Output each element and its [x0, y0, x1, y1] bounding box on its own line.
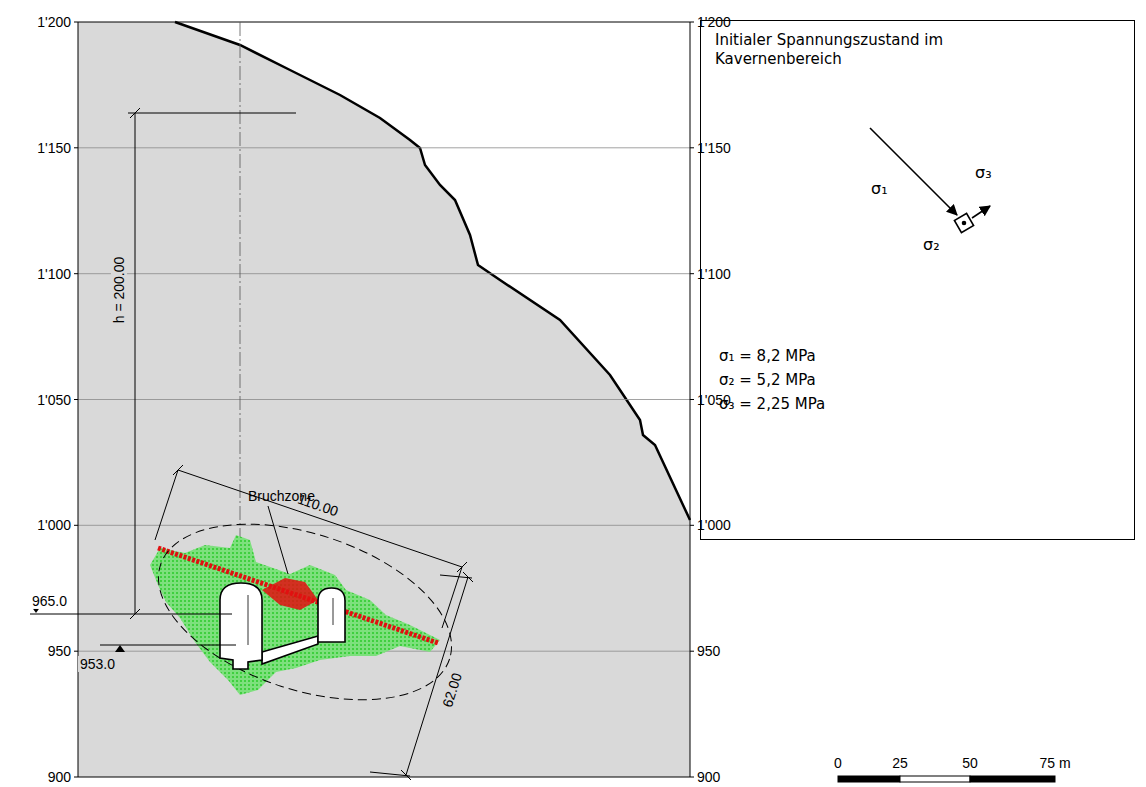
caverns — [248, 595, 249, 645]
frame — [74, 22, 78, 23]
axis-label: 1'000 — [697, 517, 731, 533]
level-markers — [31, 606, 125, 652]
caverns — [318, 588, 345, 642]
stress-symbol-label: σ₁ — [871, 179, 888, 199]
legend-heading: Initialer Spannungszustand im Kavernenbe… — [715, 31, 985, 69]
scale-label: 25 — [892, 755, 908, 771]
frame — [74, 651, 78, 652]
frame — [74, 22, 694, 777]
caverns — [262, 636, 318, 664]
caverns — [333, 598, 334, 625]
scale-bar — [900, 776, 970, 782]
axis-label: 1'050 — [37, 391, 71, 407]
dimension-lines — [130, 108, 140, 118]
axis-line — [240, 22, 241, 600]
axis-label: 1'000 — [37, 517, 71, 533]
frame — [74, 147, 78, 148]
stress-value: σ₂ = 5,2 MPa — [719, 371, 816, 390]
dimension-lines — [30, 614, 232, 615]
axis-label: 1'100 — [37, 266, 71, 282]
dimension-lines — [268, 506, 288, 574]
frame — [78, 777, 690, 778]
scale-bar — [838, 776, 1055, 782]
frame — [690, 273, 694, 274]
legend-panel — [700, 20, 1135, 540]
frame — [690, 651, 694, 652]
dimension-label: h = 200.00 — [111, 255, 127, 326]
frame — [690, 22, 694, 23]
elevation-grid — [78, 147, 690, 148]
level-label: 953.0 — [78, 656, 117, 672]
axis-label: 900 — [48, 769, 71, 785]
dimension-lines — [178, 470, 462, 567]
fracture-zone — [150, 535, 440, 695]
stress-symbol — [972, 206, 990, 218]
stress-symbol — [963, 222, 966, 225]
dimension-label: 62.00 — [438, 669, 465, 711]
frame — [690, 777, 694, 778]
frame — [690, 147, 694, 148]
stress-value: σ₁ = 8,2 MPa — [719, 347, 816, 366]
fracture-zone — [158, 548, 438, 643]
frame — [74, 399, 78, 400]
stress-symbol-label: σ₂ — [923, 235, 940, 255]
stress-symbol — [954, 213, 973, 232]
frame — [74, 777, 78, 778]
dimension-lines — [155, 470, 178, 540]
elevation-grid — [78, 273, 690, 274]
fracture-zone — [262, 578, 318, 610]
rock-mass — [78, 22, 690, 777]
callout-label: Bruchzone — [248, 488, 315, 504]
stress-symbol — [870, 128, 957, 215]
frame — [78, 22, 690, 23]
stress-symbol-label: σ₃ — [975, 163, 992, 183]
dimension-lines — [30, 108, 473, 780]
axis-label: 1'150 — [697, 140, 731, 156]
stress-value: σ₃ = 2,25 MPa — [719, 395, 825, 414]
dimension-lines — [406, 577, 468, 775]
frame — [74, 525, 78, 526]
axis-label: 1'200 — [697, 14, 731, 30]
dimension-lines — [135, 113, 136, 614]
fracture-zone — [150, 535, 440, 695]
caverns — [220, 583, 345, 669]
rock-mass — [78, 22, 690, 777]
dimension-lines — [370, 772, 410, 776]
scale-label: 75 m — [1039, 755, 1070, 771]
axis-label: 950 — [48, 643, 71, 659]
axis-label: 1'100 — [697, 266, 731, 282]
stress-symbol — [870, 128, 990, 233]
dimension-lines — [100, 645, 236, 646]
elevation-grid — [78, 525, 690, 526]
level-markers — [115, 645, 125, 652]
axis-label: 1'200 — [37, 14, 71, 30]
legend-box: Initialer Spannungszustand im Kavernenbe… — [700, 20, 1135, 540]
scale-label: 50 — [962, 755, 978, 771]
frame — [690, 399, 694, 400]
level-label: 965.0 — [30, 593, 69, 609]
scale-label: 0 — [834, 755, 842, 771]
caverns — [220, 583, 262, 669]
influence-ellipse — [136, 491, 473, 733]
rock-mass — [175, 22, 690, 520]
frame — [74, 273, 78, 274]
axis-label: 900 — [697, 769, 720, 785]
axis-label: 950 — [697, 643, 720, 659]
frame — [690, 525, 694, 526]
axis-label: 1'150 — [37, 140, 71, 156]
dimension-lines — [440, 575, 472, 578]
dimension-lines — [128, 113, 296, 114]
scale-bar — [838, 776, 900, 782]
elevation-grid — [78, 399, 690, 400]
scale-bar — [970, 776, 1055, 782]
